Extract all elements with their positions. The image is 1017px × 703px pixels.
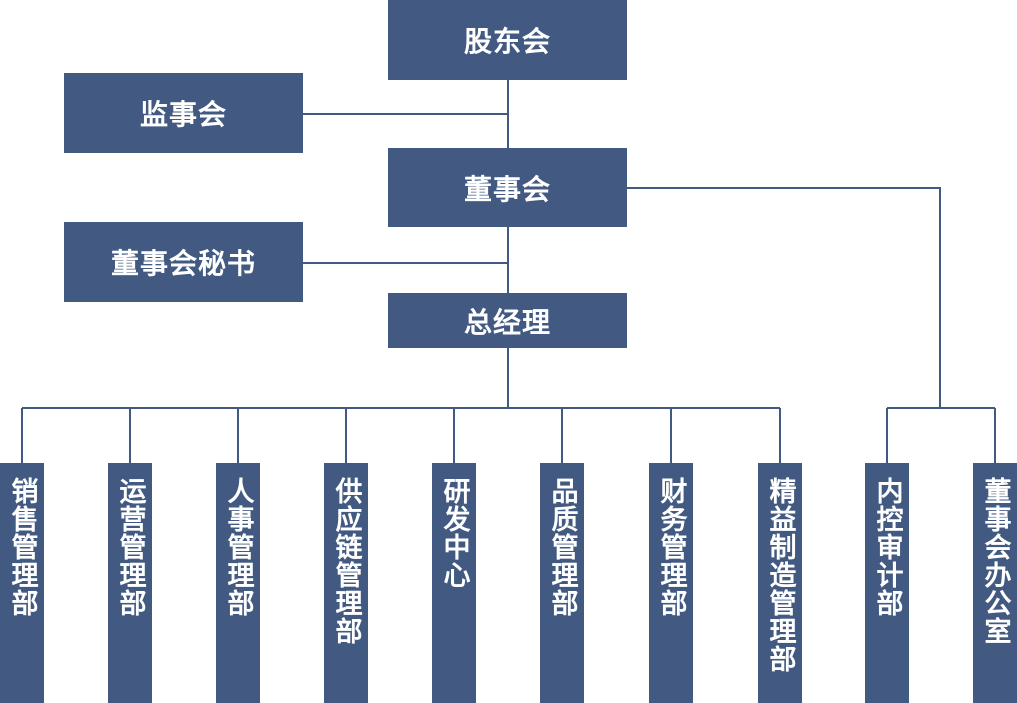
board-label: 董事会	[463, 172, 551, 206]
department-node: 品质管理部	[540, 463, 584, 703]
department-label: 董事会办公室	[979, 477, 1011, 645]
department-node: 财务管理部	[649, 463, 693, 703]
shareholders-label: 股东会	[463, 25, 551, 58]
department-label: 人事管理部	[222, 477, 254, 617]
department-label: 运营管理部	[114, 477, 146, 617]
board-secretary-label: 董事会秘书	[110, 247, 256, 280]
department-node: 研发中心	[432, 463, 476, 703]
department-node: 内控审计部	[865, 463, 909, 703]
line-board-right-branch	[627, 187, 941, 408]
department-label: 研发中心	[438, 477, 470, 589]
department-label: 供应链管理部	[330, 477, 362, 645]
department-label: 销售管理部	[6, 477, 38, 617]
department-label: 品质管理部	[546, 477, 578, 617]
department-label: 财务管理部	[655, 477, 687, 617]
department-label: 精益制造管理部	[764, 477, 796, 673]
board-node: 董事会	[388, 148, 627, 227]
supervisors-node: 监事会	[64, 73, 303, 153]
department-node: 供应链管理部	[324, 463, 368, 703]
board-secretary-node: 董事会秘书	[64, 222, 303, 302]
department-node: 销售管理部	[0, 463, 44, 703]
shareholders-node: 股东会	[388, 0, 627, 80]
supervisors-label: 监事会	[139, 98, 227, 131]
department-node: 董事会办公室	[973, 463, 1017, 703]
general-manager-label: 总经理	[463, 305, 551, 339]
department-node: 人事管理部	[216, 463, 260, 703]
general-manager-node: 总经理	[388, 293, 627, 348]
department-node: 运营管理部	[108, 463, 152, 703]
department-node: 精益制造管理部	[758, 463, 802, 703]
department-label: 内控审计部	[871, 477, 903, 617]
